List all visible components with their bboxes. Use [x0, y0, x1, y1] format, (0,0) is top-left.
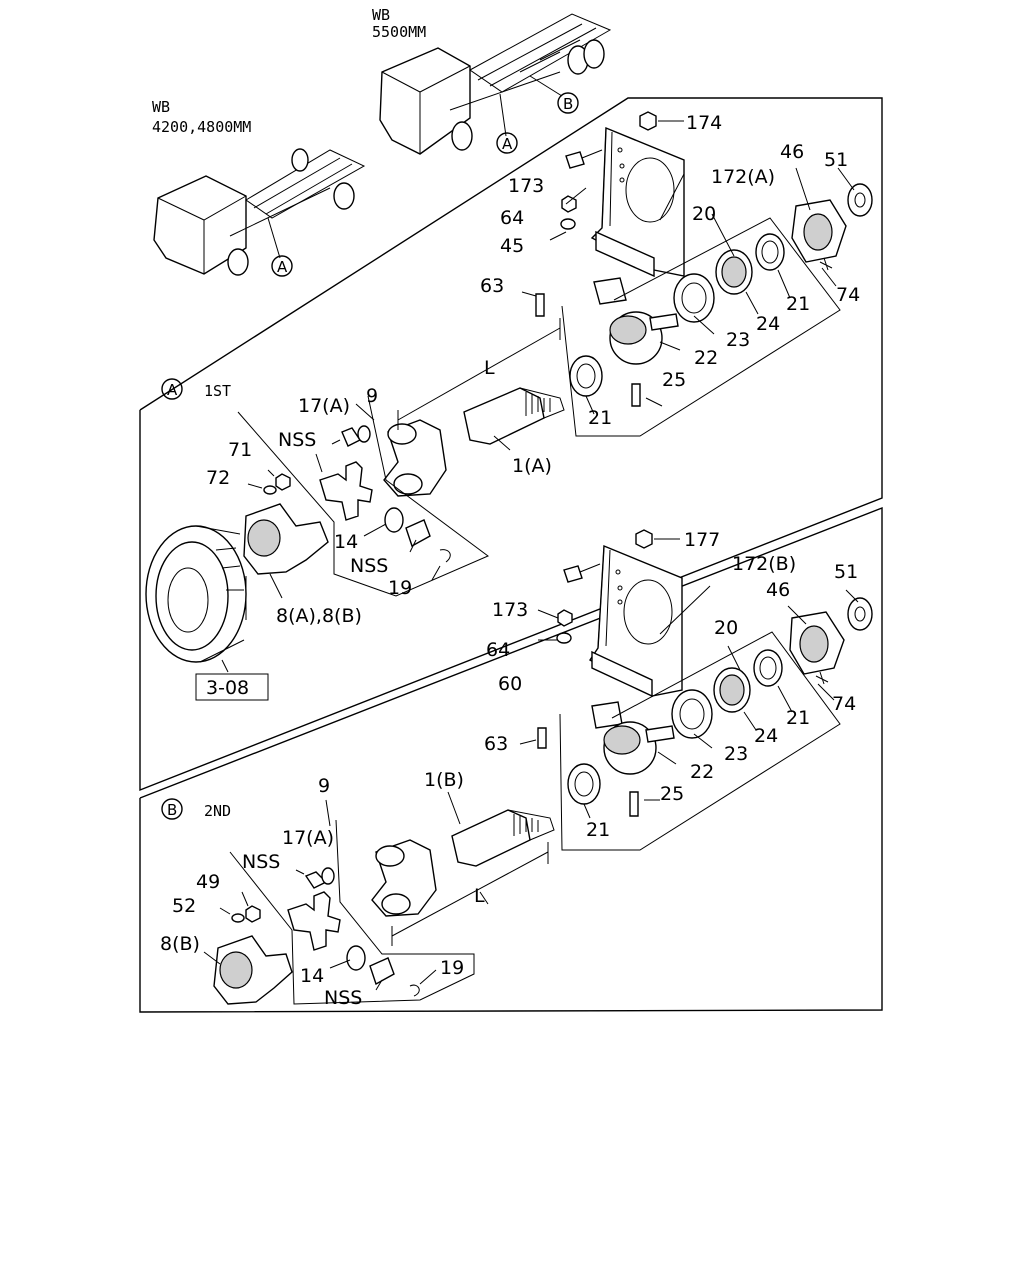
label-17-b: 17(A) — [282, 827, 334, 849]
label-22-a: 22 — [694, 347, 718, 369]
label-1a: 1(A) — [512, 455, 552, 477]
label-nss-a1: NSS — [278, 429, 316, 451]
label-51-b: 51 — [834, 561, 858, 583]
marker-a-label: A — [502, 135, 513, 153]
section-a: A 1ST — [145, 111, 873, 701]
label-172b: 172(B) — [732, 553, 796, 575]
marker-a2-circle — [271, 255, 293, 277]
section-a-labels: 174 173 172(A) 64 45 20 46 51 74 63 21 2… — [206, 112, 860, 699]
label-length-a: L — [484, 357, 495, 379]
truck-wb-4200-4800: WB 4200,4800MM A — [152, 98, 366, 277]
label-length-b: L — [474, 885, 485, 907]
wb-long-label-1: WB — [372, 6, 390, 24]
section-b: B 2ND — [161, 529, 873, 1005]
label-74-a: 74 — [836, 284, 860, 306]
label-46-a: 46 — [780, 141, 804, 163]
section-b-labels: 177 173 172(B) 64 60 20 46 51 74 63 21 2… — [160, 529, 858, 1009]
label-24-b: 24 — [754, 725, 778, 747]
label-172a: 172(A) — [711, 166, 775, 188]
label-45: 45 — [500, 235, 524, 257]
label-17-a: 17(A) — [298, 395, 350, 417]
label-25-a: 25 — [662, 369, 686, 391]
marker-b-label: B — [563, 95, 573, 113]
marker-a2-label: A — [277, 258, 288, 276]
section-a-marker: A — [167, 381, 178, 399]
label-52: 52 — [172, 895, 196, 917]
section-a-frame — [139, 97, 883, 792]
label-nss-a2: NSS — [350, 555, 388, 577]
label-174: 174 — [686, 112, 722, 134]
section-b-marker-circle — [161, 798, 183, 820]
label-23-b: 23 — [724, 743, 748, 765]
label-24-a: 24 — [756, 313, 780, 335]
marker-a-circle — [496, 132, 518, 154]
truck-wb-5500: WB 5500MM A B — [372, 6, 612, 155]
section-a-marker-circle — [161, 378, 183, 400]
label-21-b1: 21 — [786, 707, 810, 729]
label-9-a: 9 — [366, 385, 378, 407]
label-ref-3-08: 3-08 — [206, 677, 249, 699]
label-14-b: 14 — [300, 965, 324, 987]
label-1b: 1(B) — [424, 769, 464, 791]
marker-b-circle — [557, 92, 579, 114]
label-20-a: 20 — [692, 203, 716, 225]
label-21-a2: 21 — [588, 407, 612, 429]
label-177: 177 — [684, 529, 720, 551]
label-14-a: 14 — [334, 531, 358, 553]
label-63-b: 63 — [484, 733, 508, 755]
label-21-a1: 21 — [786, 293, 810, 315]
section-a-title: 1ST — [204, 382, 231, 400]
label-8a-8b: 8(A),8(B) — [276, 605, 362, 627]
label-21-b2: 21 — [586, 819, 610, 841]
label-19-a: 19 — [388, 577, 412, 599]
label-49: 49 — [196, 871, 220, 893]
section-b-title: 2ND — [204, 802, 231, 820]
label-74-b: 74 — [832, 693, 856, 715]
label-20-b: 20 — [714, 617, 738, 639]
wb-short-label-1: WB — [152, 98, 170, 116]
label-51-a: 51 — [824, 149, 848, 171]
label-71: 71 — [228, 439, 252, 461]
label-46-b: 46 — [766, 579, 790, 601]
label-nss-b1: NSS — [242, 851, 280, 873]
section-b-marker: B — [167, 801, 177, 819]
label-60: 60 — [498, 673, 522, 695]
label-173-a: 173 — [508, 175, 544, 197]
wb-long-label-2: 5500MM — [372, 23, 426, 41]
label-64-b: 64 — [486, 639, 510, 661]
label-25-b: 25 — [660, 783, 684, 805]
ref-3-08-box — [195, 673, 269, 701]
label-nss-b2: NSS — [324, 987, 362, 1009]
label-23-a: 23 — [726, 329, 750, 351]
label-64-a: 64 — [500, 207, 524, 229]
wb-short-label-2: 4200,4800MM — [152, 118, 251, 136]
label-63-a: 63 — [480, 275, 504, 297]
label-72: 72 — [206, 467, 230, 489]
label-8b: 8(B) — [160, 933, 200, 955]
label-9-b: 9 — [318, 775, 330, 797]
label-19-b: 19 — [440, 957, 464, 979]
label-22-b: 22 — [690, 761, 714, 783]
label-173-b: 173 — [492, 599, 528, 621]
